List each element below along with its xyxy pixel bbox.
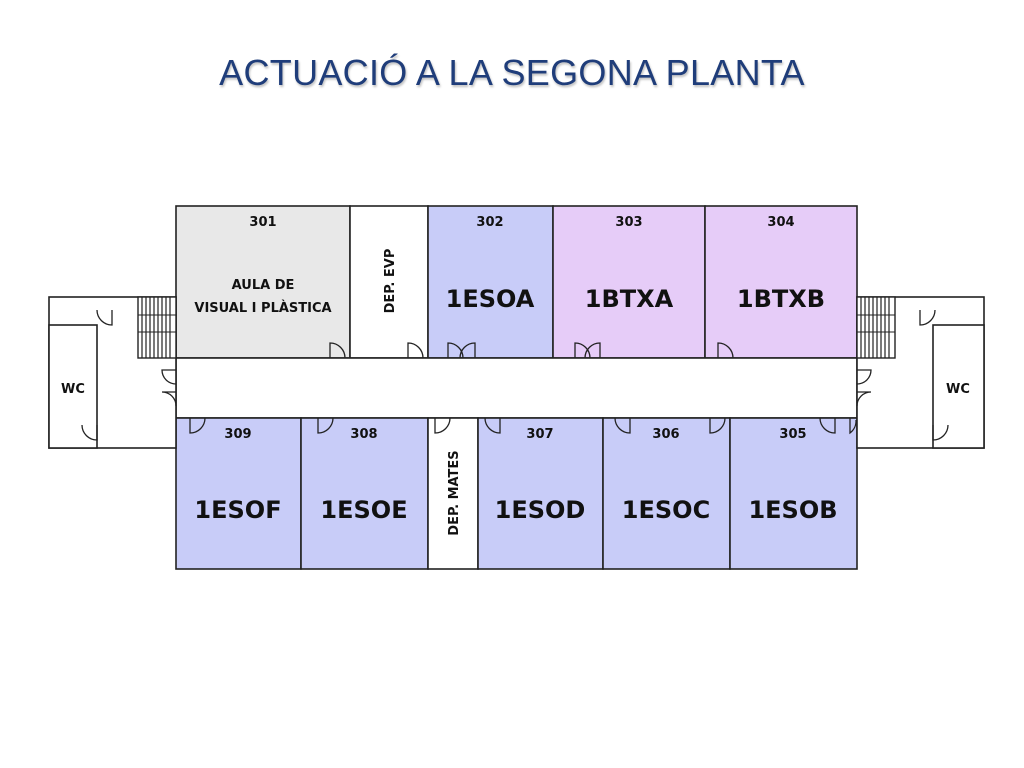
room-307-name: 1ESOD bbox=[495, 496, 586, 524]
dep-evp-label: DEP. EVP bbox=[383, 249, 398, 314]
room-307-number: 307 bbox=[526, 427, 553, 442]
room-309-number: 309 bbox=[224, 427, 251, 442]
room-308-number: 308 bbox=[350, 427, 377, 442]
room-309 bbox=[175, 417, 302, 570]
room-303-number: 303 bbox=[615, 215, 642, 230]
room-308-name: 1ESOE bbox=[320, 496, 407, 524]
slide-title: ACTUACIÓ A LA SEGONA PLANTA bbox=[219, 52, 805, 93]
room-301-name-line1: AULA DE bbox=[232, 278, 295, 293]
room-302-number: 302 bbox=[476, 215, 503, 230]
room-303 bbox=[552, 205, 706, 359]
room-305-name: 1ESOB bbox=[748, 496, 837, 524]
dep-mates-label: DEP. MATES bbox=[447, 450, 462, 535]
corridor bbox=[175, 357, 858, 419]
door-swings bbox=[81, 309, 949, 441]
room-dep-mates bbox=[427, 417, 479, 570]
wc-left-room bbox=[48, 324, 98, 449]
room-dep-evp bbox=[349, 205, 429, 359]
room-302-name: 1ESOA bbox=[446, 285, 535, 313]
stairs-left bbox=[137, 296, 177, 359]
wc-right-label: WC bbox=[946, 382, 970, 397]
wc-right-room bbox=[932, 324, 985, 449]
room-307 bbox=[477, 417, 604, 570]
room-302 bbox=[427, 205, 554, 359]
room-303-name: 1BTXA bbox=[585, 285, 674, 313]
room-308 bbox=[300, 417, 429, 570]
room-305-number: 305 bbox=[779, 427, 806, 442]
room-309-name: 1ESOF bbox=[194, 496, 281, 524]
room-306 bbox=[602, 417, 731, 570]
room-304-name: 1BTXB bbox=[737, 285, 825, 313]
room-306-number: 306 bbox=[652, 427, 679, 442]
room-304-number: 304 bbox=[767, 215, 794, 230]
wc-left-label: WC bbox=[61, 382, 85, 397]
room-306-name: 1ESOC bbox=[622, 496, 710, 524]
room-301-number: 301 bbox=[249, 215, 276, 230]
room-305 bbox=[729, 417, 858, 570]
room-301-name-line2: VISUAL I PLÀSTICA bbox=[194, 300, 331, 316]
stairs-right bbox=[856, 296, 896, 359]
room-301 bbox=[175, 205, 351, 359]
